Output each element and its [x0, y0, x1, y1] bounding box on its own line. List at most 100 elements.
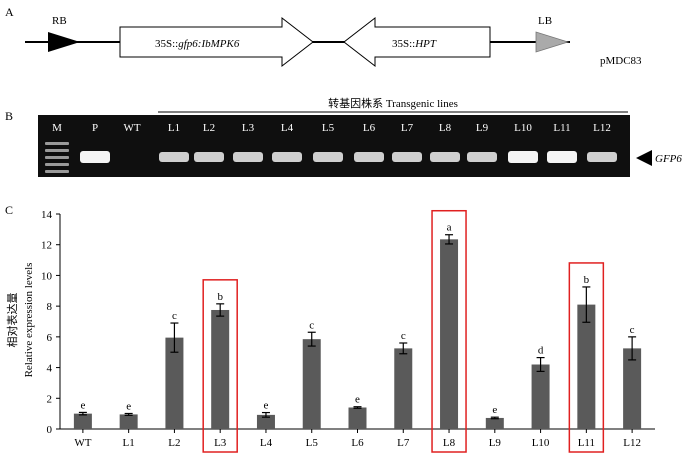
- significance-letter-l3: b: [217, 291, 223, 303]
- cassette2-label: 35S::HPT: [392, 38, 437, 50]
- y-tick-label-10: 10: [41, 270, 53, 282]
- y-tick-label-6: 6: [47, 332, 53, 344]
- gel-lane-label-wt: WT: [123, 122, 140, 134]
- gel-image: [38, 115, 630, 177]
- bar-l6: [348, 407, 367, 429]
- panel-a: A RB 35S::gfp6:IbMPK6 35S::HPT LB pMDC83: [5, 5, 642, 68]
- x-tick-label-l7: L7: [397, 437, 410, 449]
- gel-band-l5: [313, 152, 343, 162]
- gel-band-l7: [392, 152, 422, 162]
- gel-band-p: [80, 151, 110, 163]
- y-tick-label-0: 0: [47, 424, 53, 436]
- x-tick-label-l11: L11: [578, 437, 595, 449]
- bar-l9: [485, 417, 504, 429]
- gel-lane-label-l1: L1: [168, 122, 180, 134]
- cassette-hpt: [343, 16, 491, 68]
- gel-lane-label-l3: L3: [242, 122, 255, 134]
- gel-lane-label-l12: L12: [593, 122, 611, 134]
- panel-b-letter: B: [5, 109, 13, 123]
- gel-lane-label-l5: L5: [322, 122, 335, 134]
- significance-letter-l12: c: [630, 324, 635, 336]
- significance-letter-l11: b: [584, 274, 590, 286]
- bar-l11: [577, 304, 596, 429]
- x-tick-label-l2: L2: [168, 437, 180, 449]
- bar-l4: [256, 414, 275, 429]
- gel-band-l11: [547, 151, 577, 163]
- lb-label: LB: [538, 15, 552, 27]
- significance-letter-l4: e: [264, 400, 269, 412]
- gfp6-band-arrow: [636, 150, 652, 166]
- y-tick-label-4: 4: [47, 363, 53, 375]
- marker-band-2: [45, 149, 69, 152]
- significance-letter-l8: a: [447, 222, 452, 234]
- gel-bands: [45, 142, 617, 173]
- cassette-gfp6-ibmpk6: [119, 16, 314, 68]
- marker-band-5: [45, 170, 69, 173]
- gel-band-l8: [430, 152, 460, 162]
- panel-c: C 相对表达量 Relative expression levels 02468…: [5, 203, 655, 453]
- gel-lane-label-m: M: [52, 122, 62, 134]
- marker-band-1: [45, 142, 69, 145]
- significance-letter-l2: c: [172, 310, 177, 322]
- bar-l12: [623, 348, 642, 429]
- significance-letter-l10: d: [538, 345, 544, 357]
- gel-band-l9: [467, 152, 497, 162]
- lb-arrow: [535, 31, 570, 53]
- gel-band-l4: [272, 152, 302, 162]
- y-tick-label-14: 14: [41, 209, 53, 221]
- x-tick-label-l1: L1: [123, 437, 135, 449]
- gel-lane-label-l10: L10: [514, 122, 532, 134]
- rb-arrow: [48, 32, 80, 52]
- gel-lane-label-l7: L7: [401, 122, 414, 134]
- significance-letter-l7: c: [401, 330, 406, 342]
- gel-lane-label-l4: L4: [281, 122, 294, 134]
- panel-a-letter: A: [5, 5, 14, 19]
- y-axis-label-en: Relative expression levels: [23, 263, 35, 378]
- gel-lane-label-l2: L2: [203, 122, 215, 134]
- x-tick-label-l6: L6: [351, 437, 364, 449]
- y-tick-label-12: 12: [41, 240, 52, 252]
- significance-letter-l9: e: [492, 404, 497, 416]
- gel-lane-label-p: P: [92, 122, 98, 134]
- highlight-box-l11: [568, 262, 605, 453]
- gel-band-l6: [354, 152, 384, 162]
- bar-l5: [302, 339, 321, 429]
- significance-letter-l6: e: [355, 394, 360, 406]
- highlight-box-l3: [202, 279, 238, 453]
- vector-name: pMDC83: [600, 55, 642, 67]
- bar-wt: [73, 413, 92, 429]
- y-tick-label-2: 2: [47, 393, 53, 405]
- gel-band-l2: [194, 152, 224, 162]
- marker-band-4: [45, 163, 69, 166]
- gel-band-l12: [587, 152, 617, 162]
- rb-label: RB: [52, 15, 67, 27]
- x-tick-label-l3: L3: [214, 437, 227, 449]
- bar-l7: [394, 348, 413, 429]
- x-tick-label-l10: L10: [532, 437, 550, 449]
- significance-letter-l1: e: [126, 400, 131, 412]
- y-axis-label-cn: 相对表达量: [5, 293, 19, 348]
- x-tick-label-l8: L8: [443, 437, 456, 449]
- bar-l2: [165, 337, 184, 429]
- bar-l1: [119, 414, 138, 429]
- x-tick-label-l5: L5: [306, 437, 319, 449]
- x-tick-label-l12: L12: [623, 437, 641, 449]
- gel-lane-label-l11: L11: [553, 122, 570, 134]
- significance-letter-l5: c: [309, 319, 314, 331]
- highlight-box-l8: [431, 209, 467, 453]
- gel-band-l10: [508, 151, 538, 163]
- gel-lane-label-l6: L6: [363, 122, 376, 134]
- x-tick-label-l4: L4: [260, 437, 273, 449]
- bar-l3: [211, 309, 230, 429]
- cassette1-label: 35S::gfp6:IbMPK6: [155, 38, 240, 50]
- gel-band-l1: [159, 152, 189, 162]
- gel-band-l3: [233, 152, 263, 162]
- x-tick-label-l9: L9: [489, 437, 502, 449]
- bar-l10: [531, 364, 550, 429]
- gel-lane-label-l9: L9: [476, 122, 489, 134]
